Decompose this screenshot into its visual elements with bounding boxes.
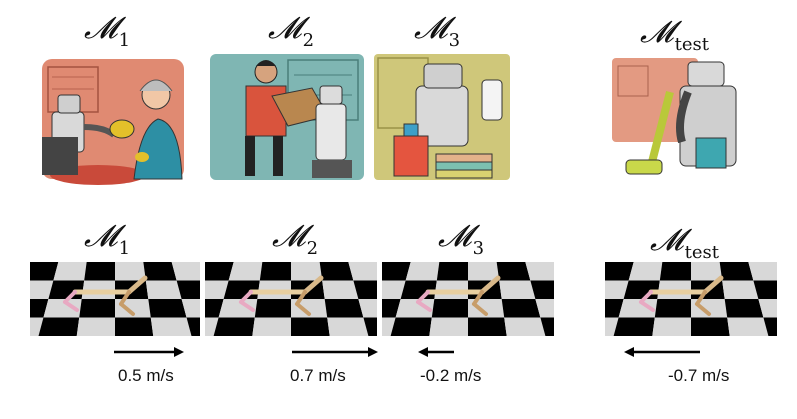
velocity-label-mtest: -0.7 m/s: [668, 366, 730, 385]
illustration-robot-moving-box: [208, 50, 366, 185]
sim-strip-m1: [30, 262, 200, 336]
top-label-m3: 𝓜3: [414, 11, 461, 51]
velocity-arrow-m1: [114, 347, 184, 357]
sim-strip-m2: [205, 262, 377, 336]
bottom-label-mtest: 𝓜test: [650, 223, 719, 263]
velocity-arrow-m3: [418, 347, 454, 357]
top-label-m2: 𝓜2: [268, 11, 315, 51]
illustration-robot-vacuum: [610, 52, 742, 187]
velocity-label-m2: 0.7 m/s: [290, 366, 346, 385]
bottom-label-m3: 𝓜3: [438, 219, 485, 259]
illustration-robot-laundry: [372, 50, 512, 185]
sim-strip-m3: [382, 262, 554, 336]
top-label-mtest: 𝓜test: [640, 15, 709, 55]
bottom-label-m2: 𝓜2: [272, 219, 319, 259]
top-label-m1: 𝓜1: [84, 11, 131, 51]
velocity-arrow-m2: [292, 347, 378, 357]
velocity-arrow-mtest: [624, 347, 700, 357]
bottom-label-m1: 𝓜1: [84, 219, 131, 259]
sim-strip-mtest: [605, 262, 777, 336]
illustration-robot-serving-tea: [38, 57, 188, 185]
velocity-label-m1: 0.5 m/s: [118, 366, 174, 385]
velocity-label-m3: -0.2 m/s: [420, 366, 482, 385]
